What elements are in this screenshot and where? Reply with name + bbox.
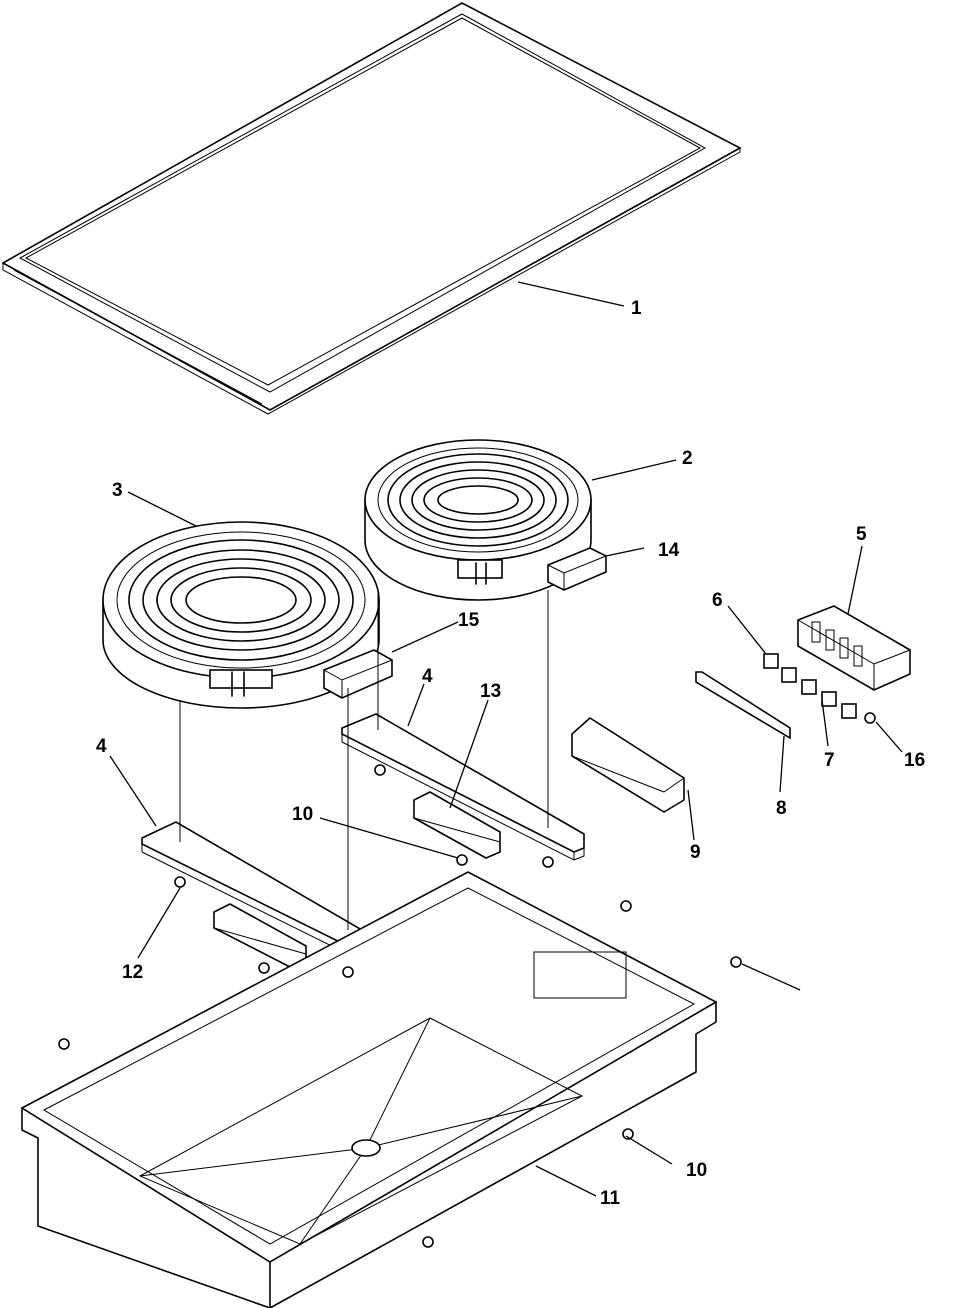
callout-4b: 4 bbox=[96, 736, 107, 757]
alignment-lines bbox=[179, 590, 549, 930]
callout-3: 3 bbox=[112, 480, 123, 501]
callout-6: 6 bbox=[712, 590, 723, 611]
callout-15: 15 bbox=[458, 610, 480, 631]
burner-element-large bbox=[102, 521, 380, 709]
callout-8: 8 bbox=[776, 798, 787, 819]
callout-11: 11 bbox=[600, 1188, 621, 1209]
insulator-strip bbox=[695, 671, 791, 740]
terminal-clips bbox=[763, 653, 857, 719]
callout-14: 14 bbox=[658, 540, 680, 561]
burner-box-pan bbox=[20, 871, 718, 1308]
callout-labels: 1 2 3 4 4 5 6 7 8 9 10 10 11 12 13 14 15… bbox=[96, 298, 925, 1209]
callout-10b: 10 bbox=[686, 1160, 707, 1181]
callout-9: 9 bbox=[690, 842, 701, 863]
burner-element-small bbox=[364, 439, 592, 601]
channel-bracket-upper bbox=[413, 791, 501, 859]
callout-4a: 4 bbox=[422, 666, 433, 687]
terminal-block bbox=[797, 605, 911, 691]
terminal-bracket bbox=[571, 717, 685, 813]
callout-16: 16 bbox=[904, 750, 925, 771]
callout-10a: 10 bbox=[292, 804, 313, 825]
limiter-box-left bbox=[323, 649, 393, 699]
cooktop-glass-top bbox=[1, 2, 742, 415]
callout-1: 1 bbox=[631, 298, 642, 319]
leader-lines bbox=[109, 281, 903, 1197]
screws bbox=[58, 764, 742, 1248]
callout-13: 13 bbox=[480, 681, 501, 702]
limiter-box-right bbox=[547, 547, 607, 591]
callout-2: 2 bbox=[682, 448, 693, 469]
screw-16 bbox=[864, 712, 876, 724]
support-bracket-upper bbox=[341, 713, 585, 861]
callout-12: 12 bbox=[122, 962, 143, 983]
callout-5: 5 bbox=[856, 524, 867, 545]
callout-7: 7 bbox=[824, 750, 835, 771]
